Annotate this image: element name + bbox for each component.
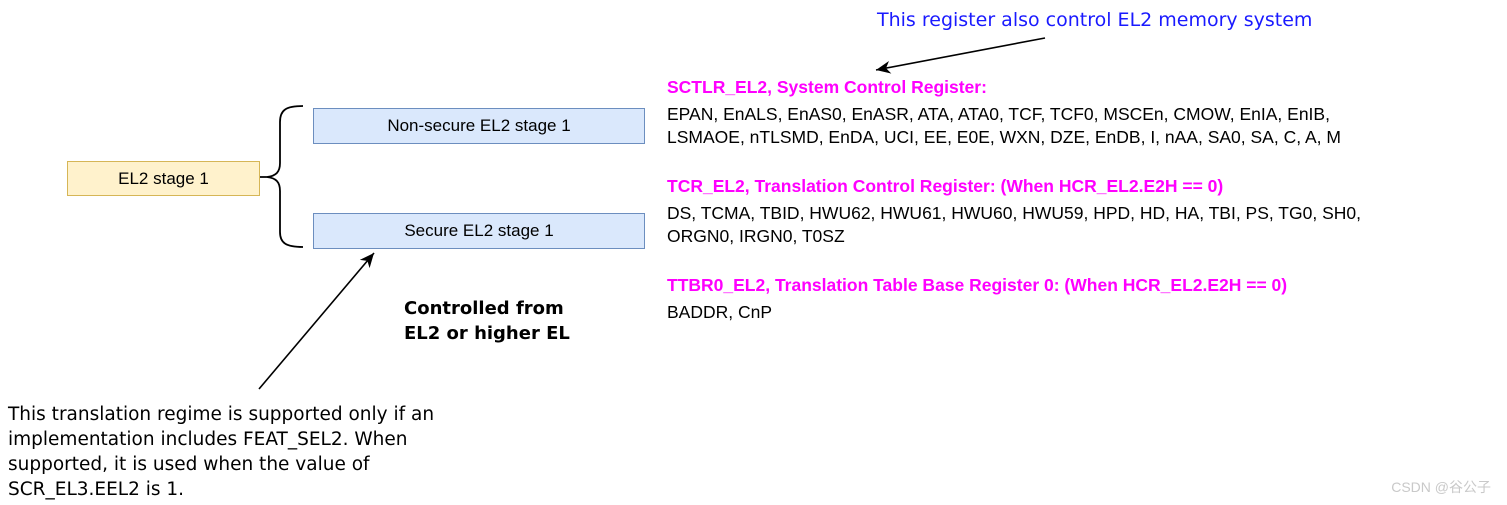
node-el2-stage1-label: EL2 stage 1 bbox=[118, 168, 209, 188]
register-section-sctlr: SCTLR_EL2, System Control Register: EPAN… bbox=[667, 76, 1507, 149]
node-secure-el2-stage1: Secure EL2 stage 1 bbox=[313, 213, 645, 249]
watermark-csdn: CSDN @谷公子 bbox=[1391, 479, 1491, 495]
note-translation-regime: This translation regime is supported onl… bbox=[8, 404, 435, 500]
register-heading-sctlr: SCTLR_EL2, System Control Register: bbox=[667, 77, 987, 97]
node-nonsecure-el2-stage1: Non-secure EL2 stage 1 bbox=[313, 108, 645, 144]
register-fields-tcr: DS, TCMA, TBID, HWU62, HWU61, HWU60, HWU… bbox=[667, 203, 1361, 246]
register-section-tcr: TCR_EL2, Translation Control Register: (… bbox=[667, 175, 1507, 248]
register-fields-ttbr0: BADDR, CnP bbox=[667, 302, 773, 322]
node-el2-stage1: EL2 stage 1 bbox=[67, 161, 260, 196]
note-controlled-from: Controlled from EL2 or higher EL bbox=[404, 298, 570, 344]
register-column: SCTLR_EL2, System Control Register: EPAN… bbox=[667, 76, 1507, 350]
note-el2-memory-system: This register also control EL2 memory sy… bbox=[877, 9, 1313, 31]
register-fields-sctlr: EPAN, EnALS, EnAS0, EnASR, ATA, ATA0, TC… bbox=[667, 104, 1341, 147]
curly-brace bbox=[259, 105, 304, 248]
arrow-to-sctlr bbox=[875, 37, 1046, 74]
register-section-ttbr0: TTBR0_EL2, Translation Table Base Regist… bbox=[667, 274, 1507, 324]
node-secure-el2-stage1-label: Secure EL2 stage 1 bbox=[404, 221, 554, 240]
register-heading-tcr: TCR_EL2, Translation Control Register: (… bbox=[667, 176, 1224, 196]
arrow-to-secure-box bbox=[258, 252, 375, 390]
node-nonsecure-el2-stage1-label: Non-secure EL2 stage 1 bbox=[387, 116, 571, 135]
register-heading-ttbr0: TTBR0_EL2, Translation Table Base Regist… bbox=[667, 275, 1288, 295]
